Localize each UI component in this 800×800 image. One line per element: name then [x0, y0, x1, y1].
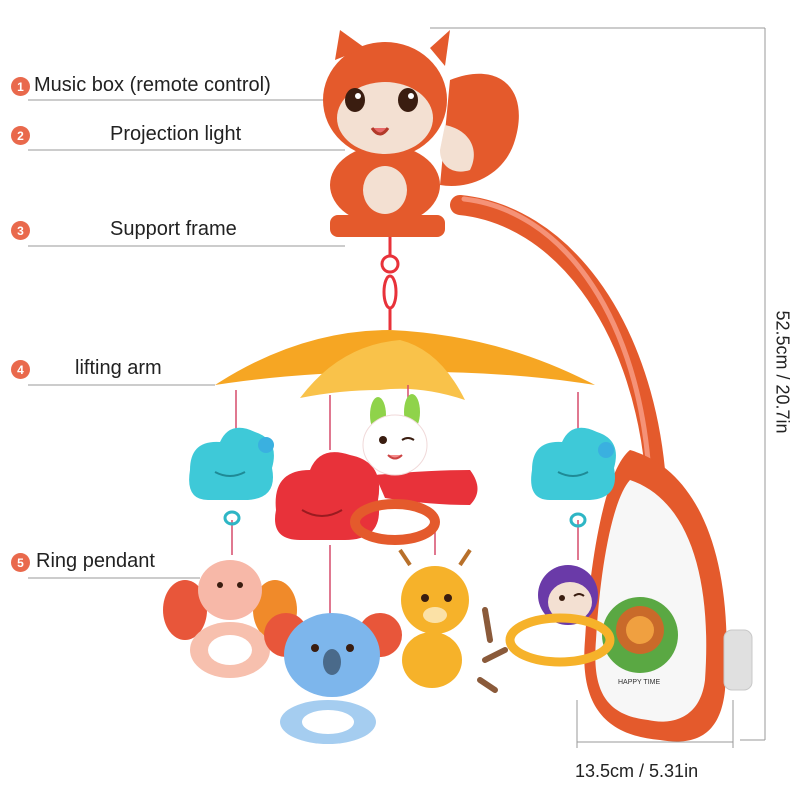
monkey-pendant [505, 565, 615, 667]
support-frame [450, 195, 665, 480]
label-lifting-arm: lifting arm [75, 357, 162, 379]
label-number-badge: 3 [11, 221, 30, 240]
label-support-frame: Support frame [110, 218, 237, 240]
label-number-badge: 2 [11, 126, 30, 145]
dimension-lines [430, 27, 766, 748]
koala-pendant [264, 613, 402, 744]
width-dimension-label: 13.5cm / 5.31in [575, 761, 699, 781]
base-body: HAPPY TIME [584, 450, 753, 742]
base-clamp [723, 629, 753, 691]
bee-pendant [163, 560, 297, 678]
cloud-teal-left [189, 427, 274, 526]
lifting-arm-canopy [215, 330, 595, 400]
label-ring-pendant: Ring pendant [36, 550, 155, 572]
leader-lines [28, 99, 345, 579]
height-dimension-label: 52.5cm / 20.7in [772, 310, 793, 434]
label-number-badge: 4 [11, 360, 30, 379]
hanger-chain [380, 237, 400, 330]
deer-pendant [398, 548, 508, 693]
label-number-badge: 1 [11, 77, 30, 96]
label-music-box: Music box (remote control) [34, 74, 271, 96]
bunny-pendant [350, 394, 440, 545]
label-projection-light: Projection light [110, 123, 242, 145]
label-number-badge: 5 [11, 553, 30, 572]
base-sticker-text: HAPPY TIME [618, 679, 660, 686]
cloud-teal-right [531, 427, 616, 528]
squirrel-music-box [323, 30, 519, 237]
